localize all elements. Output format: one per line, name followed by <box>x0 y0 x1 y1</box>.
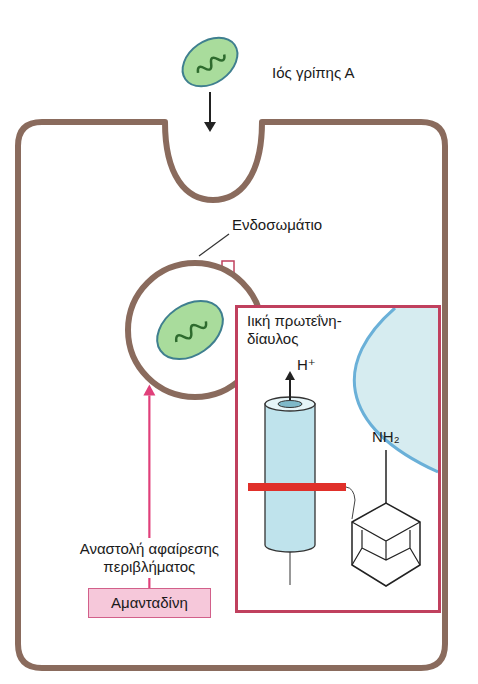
ion-channel-figure <box>238 308 438 610</box>
entry-arrowhead <box>204 122 216 132</box>
node-heading: Ενδοσωμάτιο <box>232 216 322 234</box>
entry-arrow <box>209 92 211 124</box>
virus-label: Ιός γρίπης Α <box>272 64 355 82</box>
drug-box: Αμανταδίνη <box>88 588 211 618</box>
leader-line <box>199 234 229 256</box>
zoom-panel: Ιική πρωτεΐνη- δίαυλος <box>235 305 441 613</box>
chemical-group: NH₂ <box>372 428 400 446</box>
drug-name: Αμανταδίνη <box>111 594 188 612</box>
cell-membrane <box>18 122 445 668</box>
virus-particle <box>173 28 246 97</box>
edge-label: Αναστολή αφαίρεσης περιβλήματος <box>74 538 224 578</box>
ion-label: H⁺ <box>297 356 316 374</box>
panel-heading: Ιική πρωτεΐνη- δίαυλος <box>247 312 382 348</box>
